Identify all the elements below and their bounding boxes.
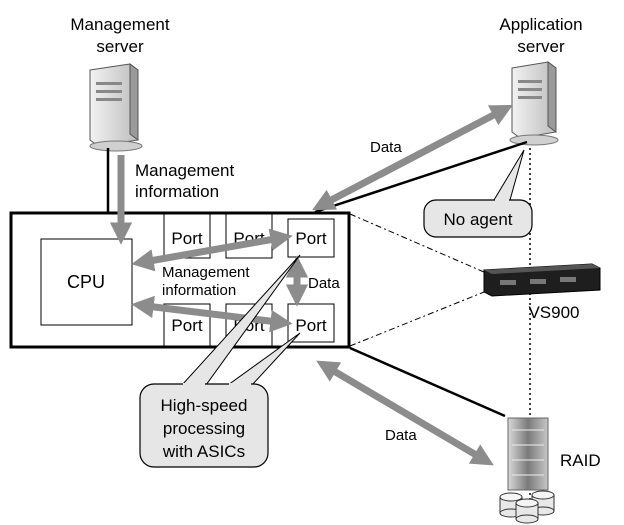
port-top-left-label: Port xyxy=(171,229,202,248)
asic-callout-line3: with ASICs xyxy=(162,442,245,461)
application-server-icon xyxy=(509,61,559,146)
data-flow-arrows xyxy=(109,104,513,466)
port-bottom-right-label: Port xyxy=(295,316,326,335)
cpu-port-bottom-arrow xyxy=(131,295,293,333)
disk-stack-icon xyxy=(499,490,555,524)
port-top-right-label: Port xyxy=(295,229,326,248)
no-agent-label: No agent xyxy=(444,210,513,229)
management-server-label-line2: server xyxy=(96,37,144,56)
asic-callout-line2: processing xyxy=(163,419,245,438)
asic-callout: High-speed processing with ASICs xyxy=(139,254,301,468)
asic-callout-line1: High-speed xyxy=(161,396,248,415)
application-server-label-line1: Application xyxy=(499,15,582,34)
no-agent-callout: No agent xyxy=(423,149,533,238)
port-top-right xyxy=(287,218,335,258)
raid-label: RAID xyxy=(560,451,601,470)
inner-management-information-line1: Management xyxy=(162,264,250,281)
vs900-device: VS900 xyxy=(483,263,601,322)
application-server-label-line2: server xyxy=(517,37,565,56)
raid-data-arrow xyxy=(316,360,494,466)
raid-data-label: Data xyxy=(385,427,417,444)
vs900-label: VS900 xyxy=(528,303,579,322)
inner-management-information-line2: information xyxy=(162,282,236,299)
management-information-label-line2: information xyxy=(135,182,219,201)
management-information-label-line1: Management xyxy=(135,161,235,180)
cpu-port-top-arrow xyxy=(131,228,293,272)
application-server: Application server xyxy=(499,15,583,146)
internal-data-label: Data xyxy=(308,275,340,292)
management-server-label-line1: Management xyxy=(70,15,170,34)
cpu-box xyxy=(40,238,133,326)
port-bottom-left-label: Port xyxy=(171,316,202,335)
raid-device: RAID xyxy=(499,417,601,524)
cpu-label: CPU xyxy=(67,272,105,292)
management-server: Management server xyxy=(70,15,170,152)
management-server-icon xyxy=(89,63,143,152)
app-server-data-arrow xyxy=(312,104,513,211)
app-server-data-label: Data xyxy=(370,139,402,156)
